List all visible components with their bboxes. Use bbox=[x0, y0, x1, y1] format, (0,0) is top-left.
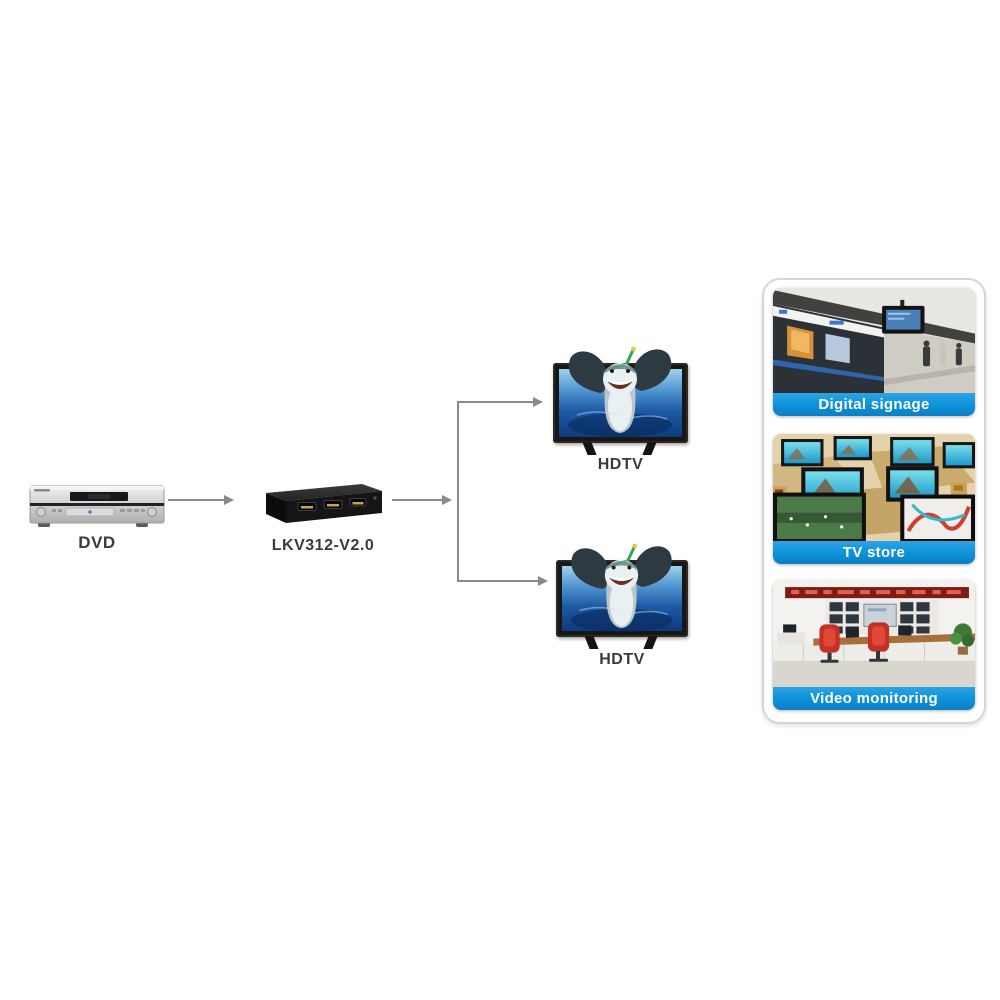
application-banner: Digital signage bbox=[773, 393, 975, 416]
application-card-digital-signage: Digital signage bbox=[773, 288, 975, 416]
hdtv-2-label: HDTV bbox=[599, 651, 645, 668]
application-card-video-monitoring: Video monitoring bbox=[773, 580, 975, 710]
video-monitoring-photo bbox=[773, 580, 975, 687]
hdtv-1-label: HDTV bbox=[597, 456, 644, 473]
shark-3d-graphic bbox=[568, 346, 672, 437]
tv-store-photo bbox=[773, 434, 975, 541]
splitter-label: LKV312-V2.0 bbox=[271, 537, 375, 554]
hdtv-1-illustration bbox=[553, 345, 688, 457]
dvd-label: DVD bbox=[78, 533, 116, 552]
digital-signage-photo bbox=[773, 288, 975, 393]
dvd-player-illustration bbox=[28, 480, 166, 530]
hdtv-2-illustration bbox=[556, 542, 688, 652]
shark-3d-graphic bbox=[570, 543, 673, 633]
application-banner: Video monitoring bbox=[773, 687, 975, 710]
application-label: Digital signage bbox=[818, 396, 930, 413]
application-banner: TV store bbox=[773, 541, 975, 564]
hdmi-splitter-illustration bbox=[256, 476, 390, 534]
application-label: Video monitoring bbox=[810, 690, 938, 707]
application-label: TV store bbox=[842, 544, 906, 561]
applications-panel: Digital signage bbox=[762, 278, 986, 724]
application-card-tv-store: TV store bbox=[773, 434, 975, 564]
